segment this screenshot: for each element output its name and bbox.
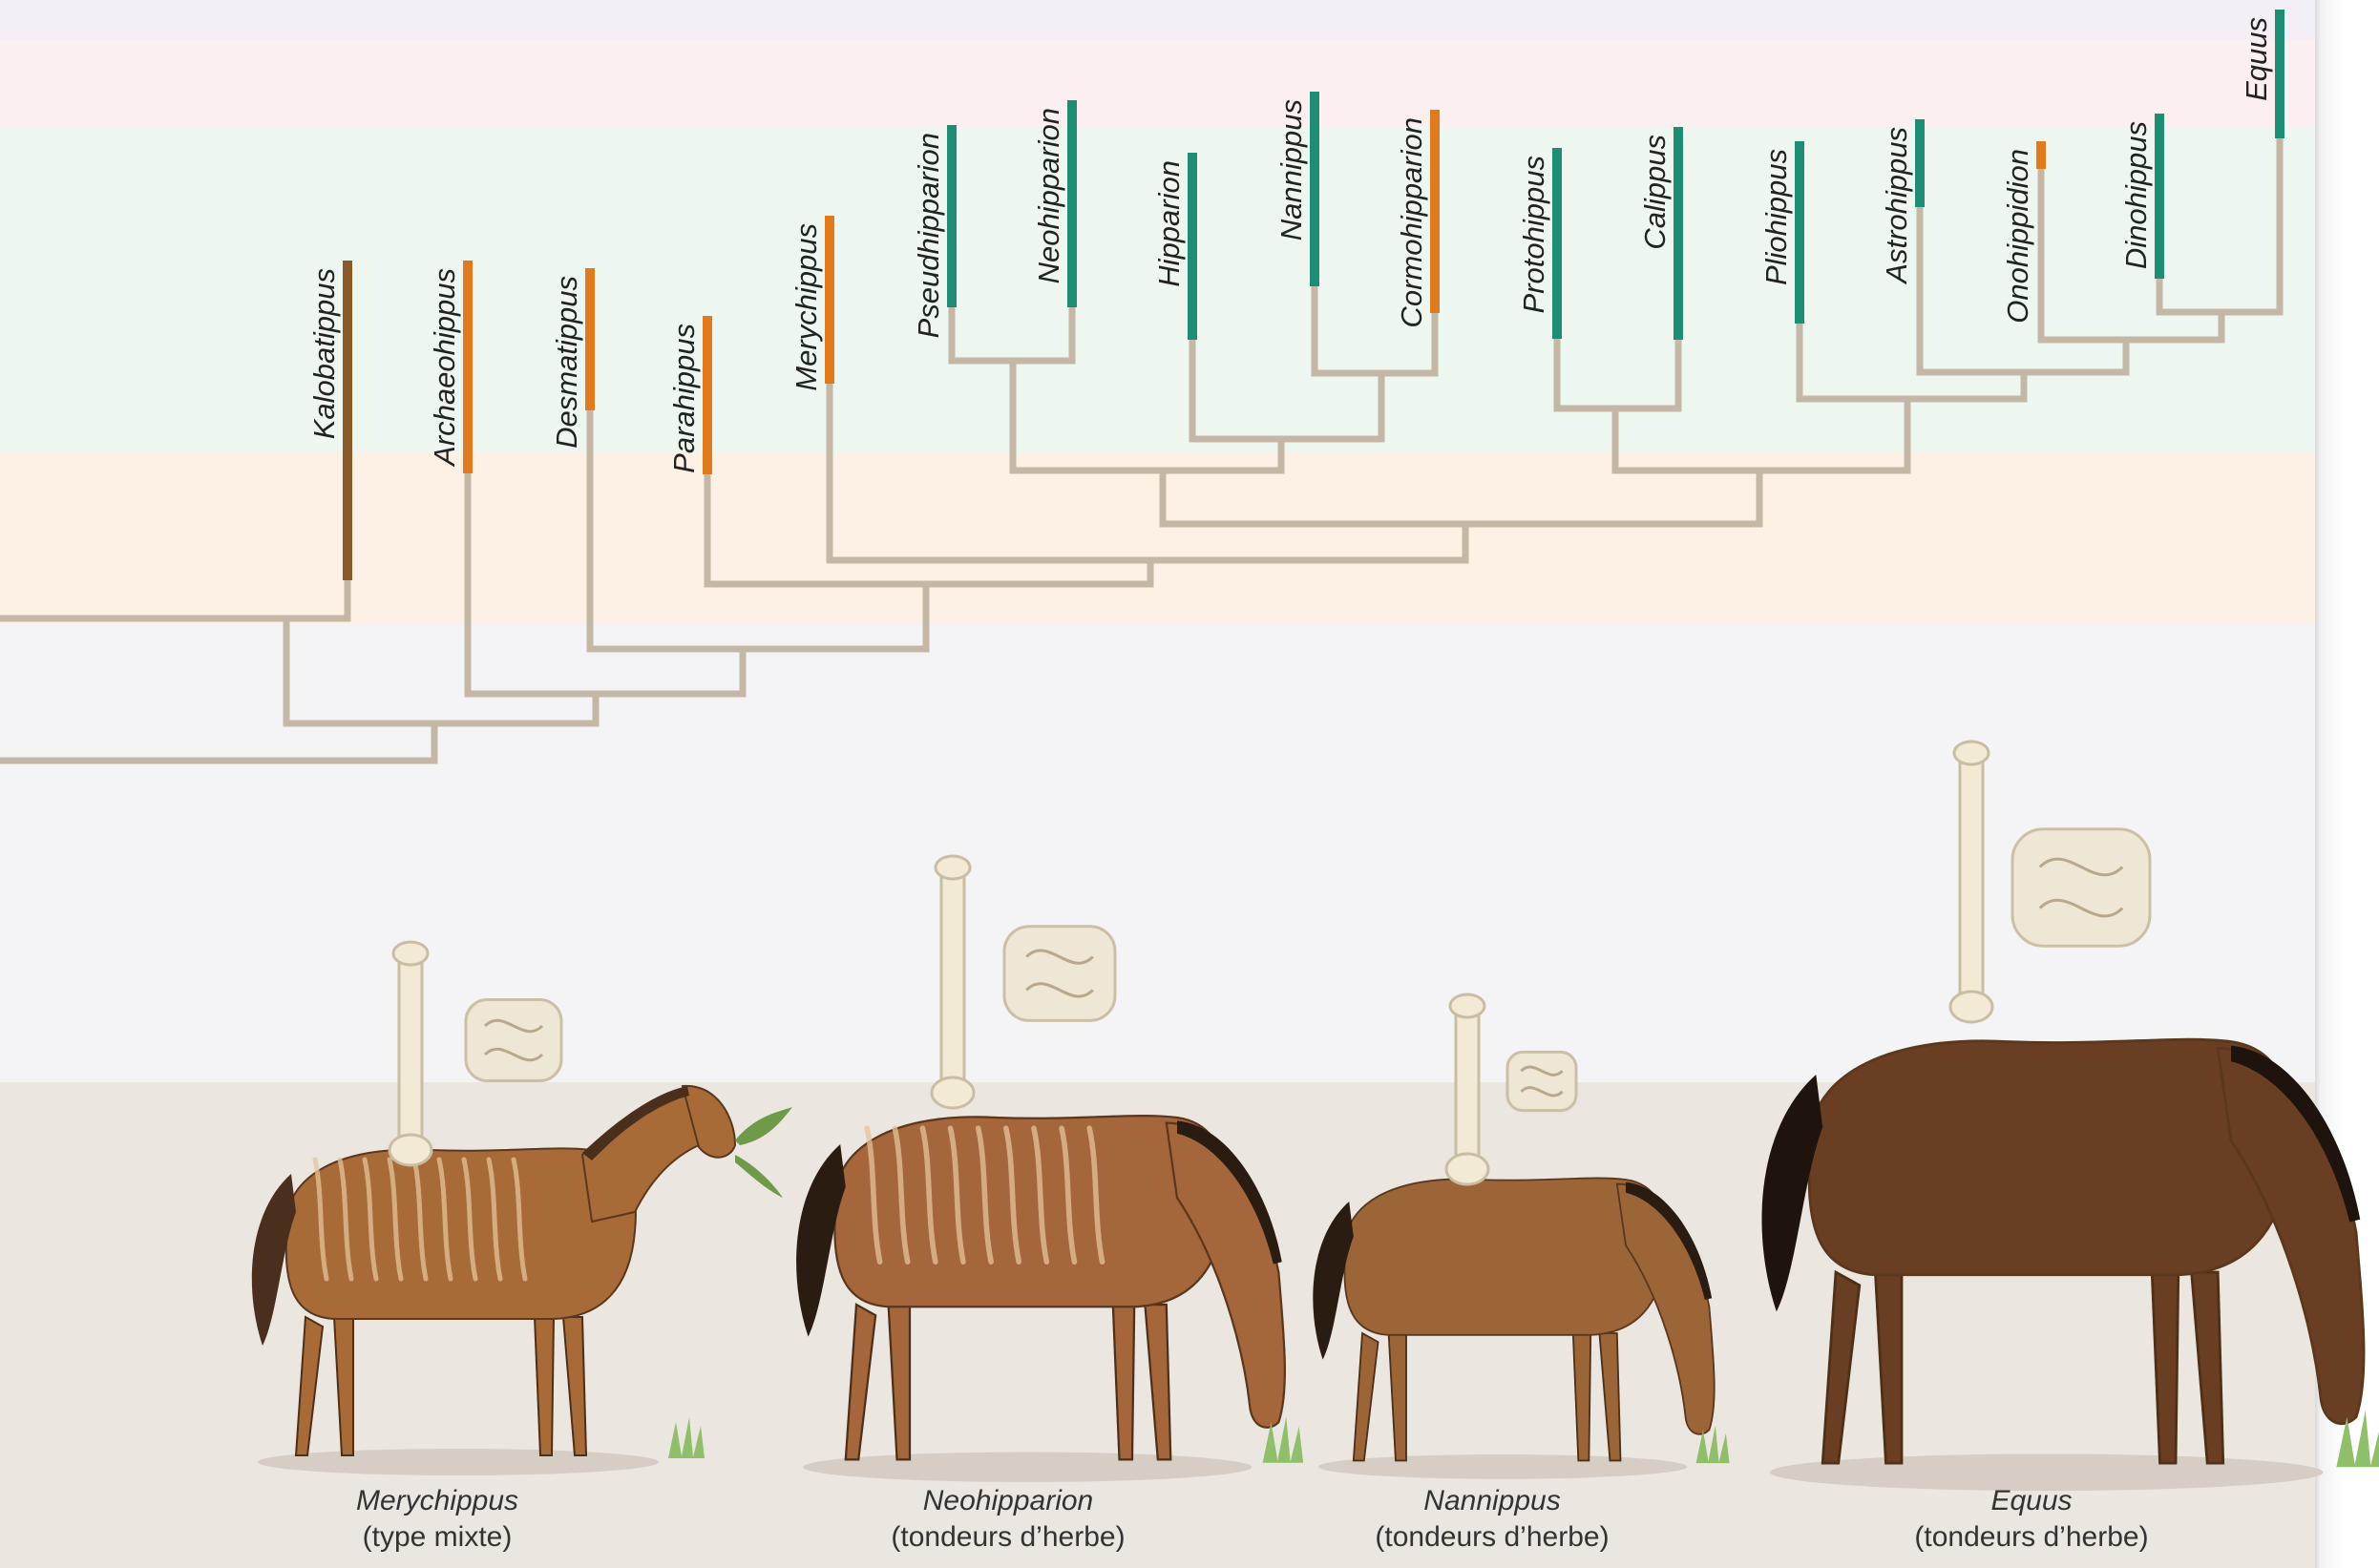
horse-grazing-icon	[796, 1116, 1303, 1482]
taxon-label-desmatippus: Desmatippus	[550, 276, 583, 449]
hoof-bone-equus	[1950, 992, 1992, 1022]
taxon-label-calippus: Calippus	[1638, 135, 1672, 250]
horse-body	[1808, 1039, 2291, 1275]
caption-diet-neohipparion: (tondeurs d’herbe)	[891, 1521, 1125, 1553]
horse-browsing-icon	[252, 1086, 792, 1475]
taxon-label-equus: Equus	[2240, 17, 2273, 101]
caption-genus-neohipparion: Neohipparion	[923, 1485, 1093, 1516]
range-bar-neohipparion	[1067, 100, 1077, 307]
ground-shadow	[1318, 1454, 1687, 1479]
taxon-label-hipparion: Hipparion	[1152, 160, 1186, 287]
range-bar-archaeohippus	[463, 261, 473, 473]
caption-genus-nannippus: Nannippus	[1423, 1485, 1560, 1516]
horse-body	[834, 1116, 1227, 1307]
range-bar-kalobatippus	[343, 261, 352, 580]
horse-legs	[846, 1305, 1170, 1459]
range-bar-pseudhipparion	[947, 125, 957, 307]
taxon-label-onohippidion: Onohippidion	[2001, 149, 2034, 324]
horse-grazing-icon	[1313, 1178, 1729, 1478]
taxon-label-merychippus: Merychippus	[789, 223, 823, 391]
horse-body	[285, 1148, 636, 1319]
ground-shadow	[258, 1449, 659, 1475]
taxon-label-archaeohippus: Archaeohippus	[428, 268, 461, 468]
range-bar-nannippus	[1310, 92, 1319, 286]
taxon-label-protohippus: Protohippus	[1517, 156, 1550, 313]
bone-head-merychippus	[393, 942, 428, 965]
range-bar-desmatippus	[585, 268, 595, 410]
range-bar-merychippus	[825, 216, 834, 384]
molar-tooth-icon-equus	[2012, 829, 2150, 946]
taxon-label-parahippus: Parahippus	[667, 324, 701, 473]
taxon-label-pseudhipparion: Pseudhipparion	[912, 133, 945, 338]
horse-grazing-icon	[1761, 1039, 2379, 1491]
hoof-bone-neohipparion	[932, 1077, 974, 1108]
range-bar-protohippus	[1552, 148, 1562, 339]
taxon-label-cormohipparion: Cormohipparion	[1395, 117, 1428, 328]
caption-diet-merychippus: (type mixte)	[363, 1521, 513, 1553]
limb-bone-icon-nannippus	[1456, 1002, 1479, 1169]
horse-legs	[1822, 1272, 2223, 1463]
range-bar-astrohippus	[1915, 119, 1925, 207]
caption-diet-nannippus: (tondeurs d’herbe)	[1375, 1521, 1609, 1553]
taxon-label-kalobatippus: Kalobatippus	[307, 268, 341, 439]
range-bar-dinohippus	[2155, 114, 2164, 279]
taxon-label-neohipparion: Neohipparion	[1032, 108, 1065, 283]
bone-head-nannippus	[1450, 994, 1484, 1017]
horse-legs	[1354, 1333, 1621, 1460]
range-bar-pliohippus	[1795, 141, 1804, 324]
hoof-bone-nannippus	[1446, 1154, 1488, 1184]
range-bar-equus	[2275, 10, 2284, 138]
ground-shadow	[803, 1453, 1252, 1482]
range-bar-calippus	[1674, 127, 1683, 340]
range-bar-cormohipparion	[1430, 110, 1440, 313]
range-bar-onohippidion	[2036, 141, 2046, 169]
leaf-branch-icon	[735, 1107, 792, 1198]
bone-head-neohipparion	[936, 856, 970, 879]
taxon-label-pliohippus: Pliohippus	[1759, 149, 1793, 285]
molar-tooth-icon-neohipparion	[1004, 927, 1115, 1021]
taxon-label-dinohippus: Dinohippus	[2119, 121, 2153, 269]
hoof-bone-merychippus	[389, 1135, 432, 1165]
caption-diet-equus: (tondeurs d’herbe)	[1914, 1521, 2148, 1553]
range-bar-hipparion	[1188, 153, 1197, 340]
molar-tooth-icon-nannippus	[1507, 1052, 1576, 1110]
molar-tooth-icon-merychippus	[466, 1000, 561, 1081]
caption-genus-merychippus: Merychippus	[356, 1485, 518, 1516]
taxon-label-nannippus: Nannippus	[1274, 99, 1308, 240]
limb-bone-icon-neohipparion	[941, 864, 964, 1093]
horse-body	[1344, 1178, 1667, 1334]
grass-tuft-icon	[668, 1417, 705, 1458]
range-bar-parahippus	[703, 316, 712, 474]
bone-head-equus	[1954, 742, 1989, 764]
horse-legs	[296, 1317, 586, 1455]
limb-bone-icon-merychippus	[399, 950, 422, 1150]
taxon-label-astrohippus: Astrohippus	[1880, 127, 1913, 285]
limb-bone-icon-equus	[1960, 749, 1983, 1007]
caption-genus-equus: Equus	[1990, 1485, 2072, 1516]
